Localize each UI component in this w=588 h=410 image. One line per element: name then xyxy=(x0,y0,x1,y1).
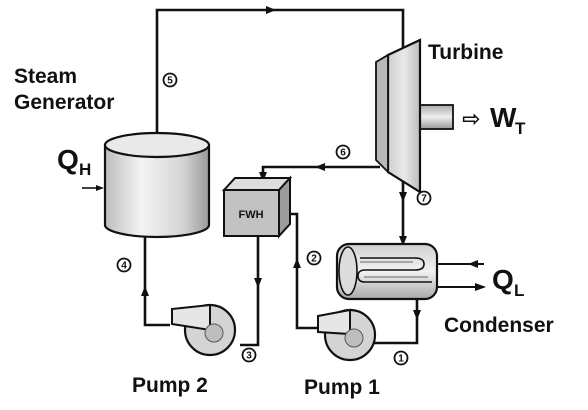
ql-label: Q L xyxy=(492,264,524,300)
arrow-exhaust-down-2 xyxy=(399,236,407,246)
steam-generator-label-line1: Steam xyxy=(14,65,77,88)
svg-text:T: T xyxy=(515,119,526,138)
pipe-fwh-to-pump2 xyxy=(240,231,260,347)
svg-text:Q: Q xyxy=(57,144,79,175)
svg-text:6: 6 xyxy=(340,148,346,159)
svg-text:H: H xyxy=(79,160,91,179)
svg-text:1: 1 xyxy=(398,354,404,365)
arrow-pump1-up xyxy=(293,258,301,268)
turbine xyxy=(375,38,454,194)
svg-text:5: 5 xyxy=(167,76,173,87)
steam-generator-label-line2: Generator xyxy=(14,91,114,114)
arrow-fwh-out-down xyxy=(254,278,262,288)
svg-text:Q: Q xyxy=(492,264,514,295)
state-markers: 5 6 7 2 4 3 1 xyxy=(116,72,432,366)
pump-2 xyxy=(171,303,237,357)
cooling-water-lines xyxy=(437,260,486,291)
arrow-qh-in xyxy=(96,185,104,191)
condenser xyxy=(335,242,439,301)
svg-text:L: L xyxy=(514,281,524,300)
wt-label: ⇨ W T xyxy=(462,102,526,138)
pipe-pump1-to-fwh xyxy=(284,212,318,330)
arrow-extraction-left xyxy=(315,163,325,171)
state-4-marker: 4 xyxy=(116,257,132,273)
arrow-top-right xyxy=(266,6,276,14)
pipe-sg-to-turbine xyxy=(155,8,405,152)
state-5-marker: 5 xyxy=(162,72,178,88)
condenser-coil xyxy=(357,257,432,283)
state-1-marker: 1 xyxy=(393,350,409,366)
qh-label: Q H xyxy=(57,144,91,179)
steam-generator xyxy=(103,131,211,239)
pump1-label: Pump 1 xyxy=(304,376,380,399)
pump-1 xyxy=(317,308,377,362)
svg-text:4: 4 xyxy=(121,261,127,272)
svg-text:2: 2 xyxy=(311,254,317,265)
arrow-pump2-up xyxy=(141,286,149,296)
fwh-label: FWH xyxy=(238,209,263,221)
arrow-condenser-down xyxy=(413,310,421,320)
turbine-label: Turbine xyxy=(428,41,503,64)
turbine-shaft xyxy=(414,104,454,130)
feedwater-heater: FWH xyxy=(221,175,293,239)
wt-arrow-glyph: ⇨ xyxy=(462,106,480,131)
pump2-label: Pump 2 xyxy=(132,374,208,397)
pipe-condenser-to-pump1 xyxy=(372,298,419,345)
state-7-marker: 7 xyxy=(416,190,432,206)
state-2-marker: 2 xyxy=(306,250,322,266)
pipe-pump2-to-sg xyxy=(143,232,170,327)
state-3-marker: 3 xyxy=(241,347,257,363)
arrow-exhaust-down-1 xyxy=(399,192,407,202)
condenser-label: Condenser xyxy=(444,314,554,337)
svg-text:3: 3 xyxy=(246,351,252,362)
state-6-marker: 6 xyxy=(335,144,351,160)
svg-text:W: W xyxy=(490,102,517,133)
piping xyxy=(143,8,419,347)
svg-text:7: 7 xyxy=(421,194,427,205)
